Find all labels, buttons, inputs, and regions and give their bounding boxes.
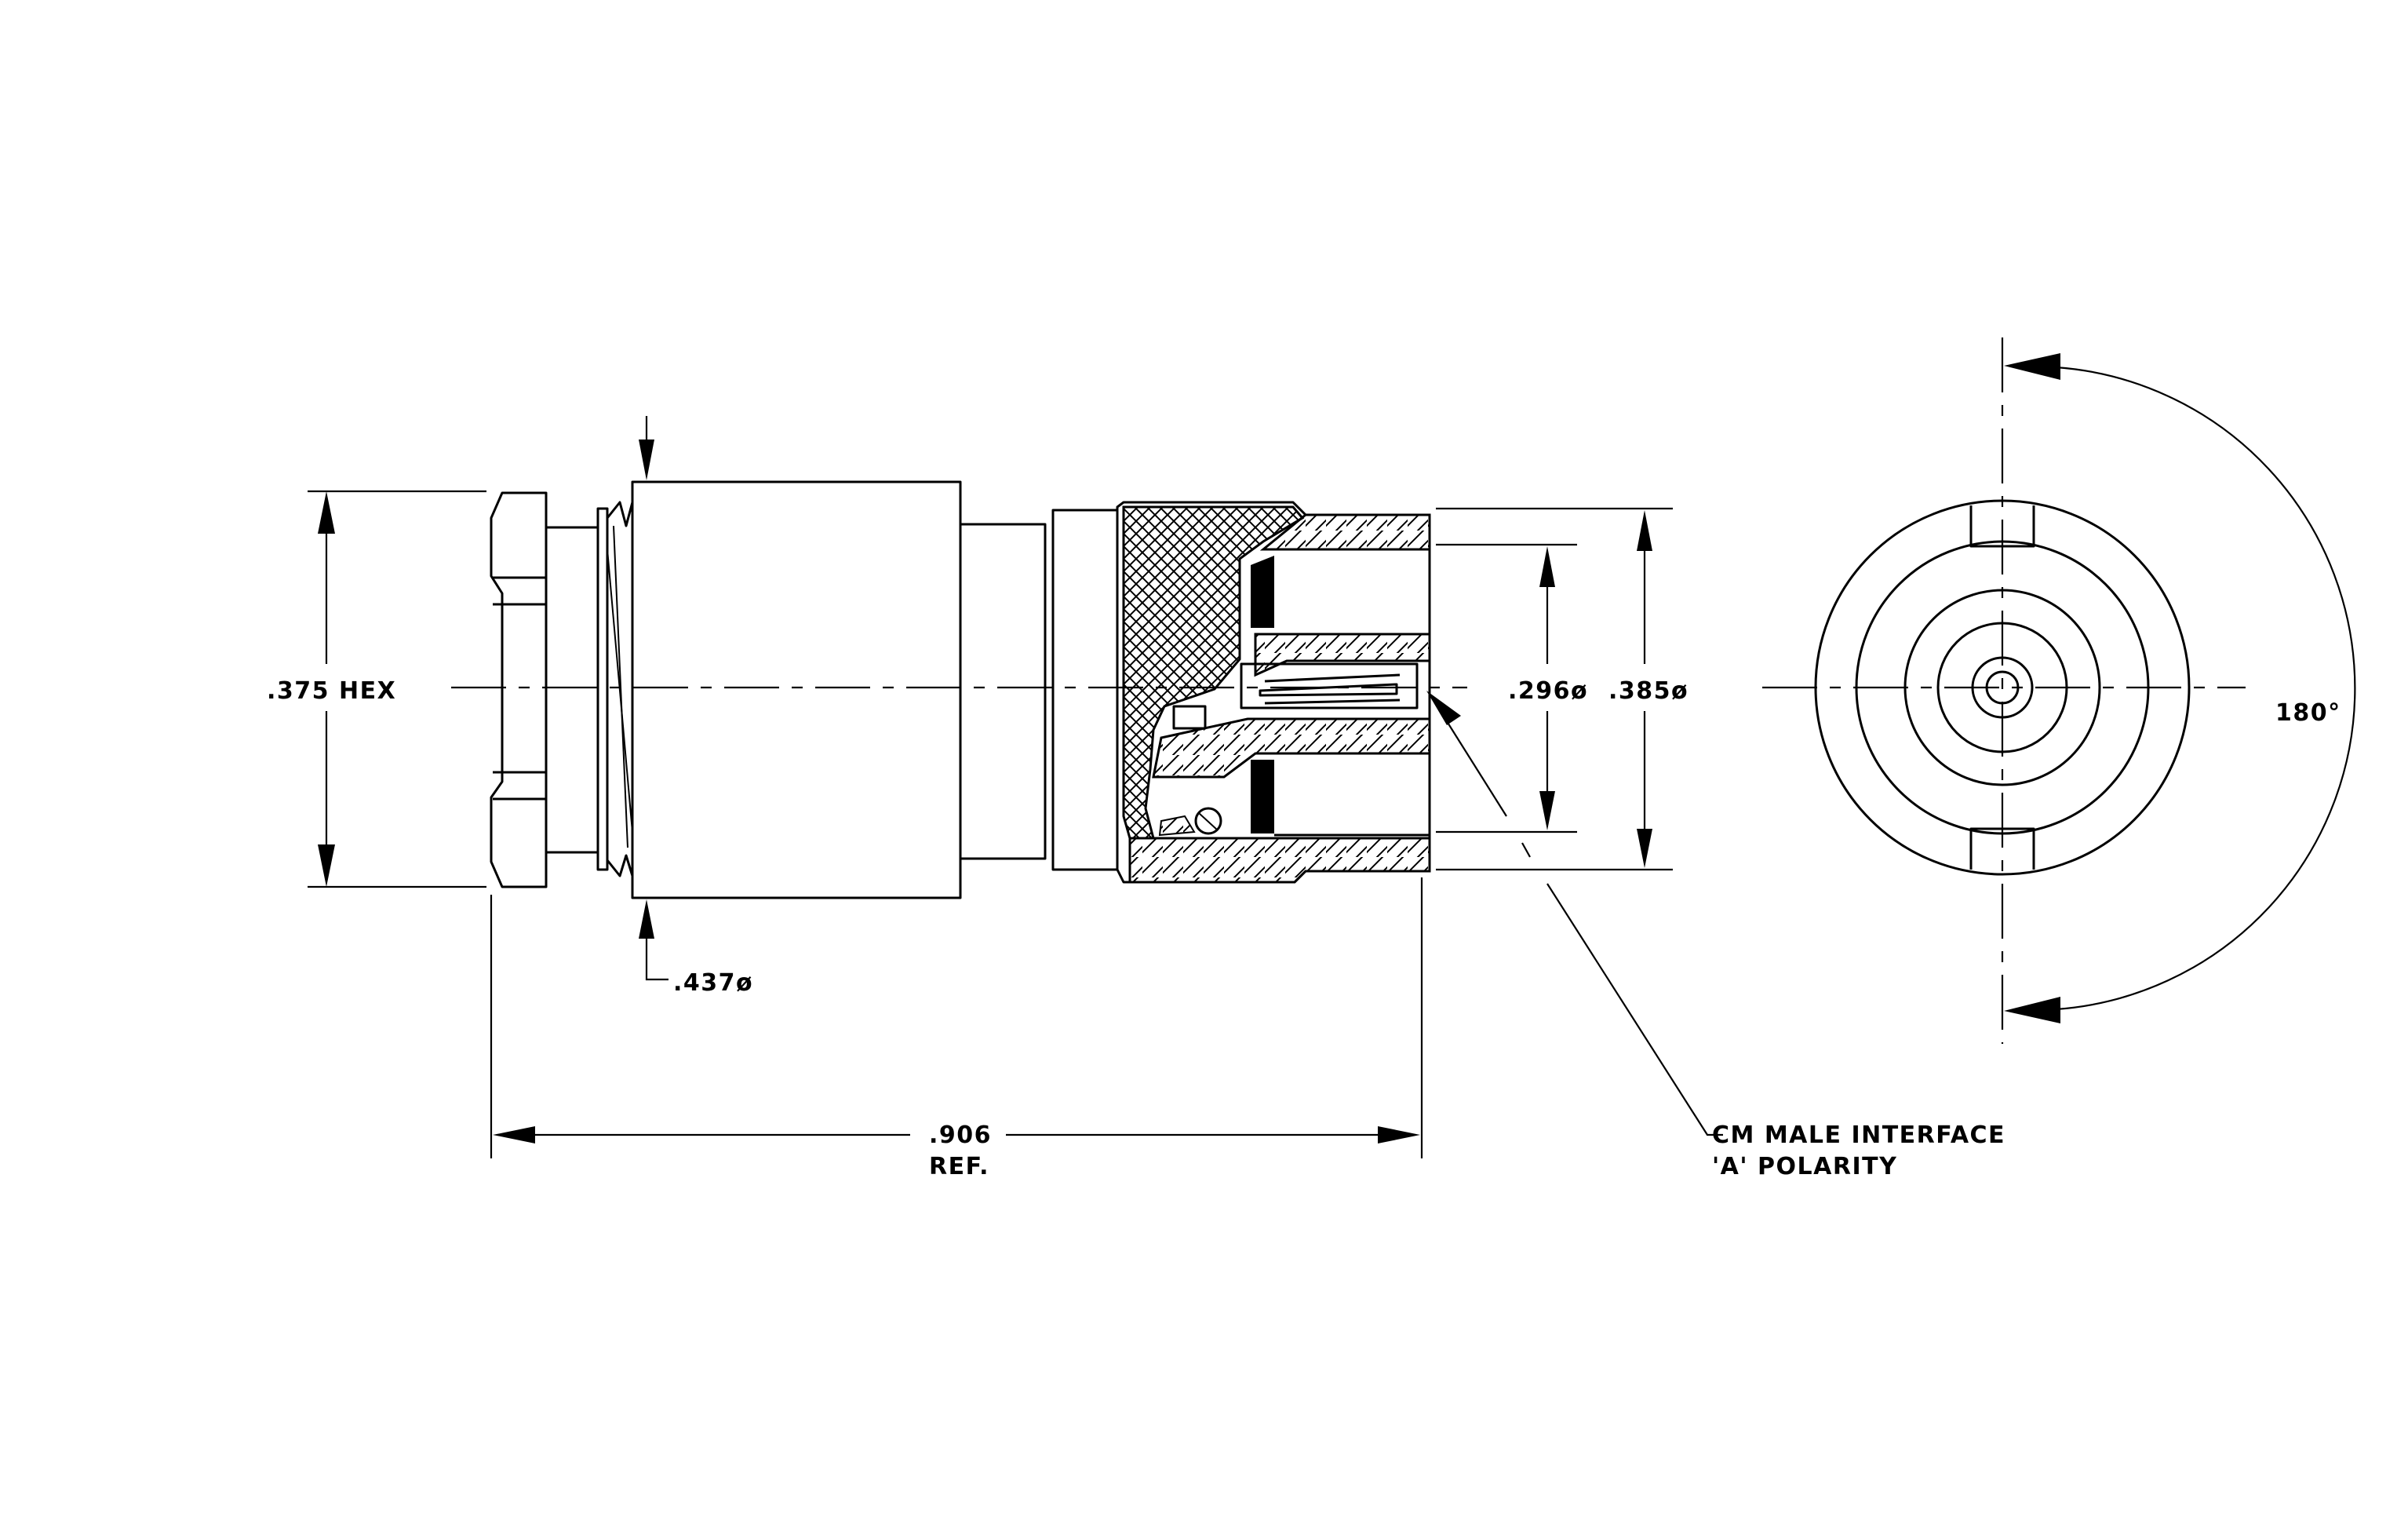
hex-nut [490,491,548,888]
main-body [631,480,962,899]
dim-length: .906 REF. [490,877,1423,1180]
label-hex: .375 HEX [267,677,396,705]
center-pin [1240,662,1419,709]
label-rotation: 180° [2275,699,2341,727]
dim-hex: .375 HEX [267,490,486,888]
upper-gasket [1251,556,1274,628]
o-ring [1194,807,1222,835]
callout-line2: 'A' POLARITY [1712,1153,1897,1180]
label-inner-dia: .296ø [1508,677,1588,705]
dim-inner-dia: .296ø [1436,543,1588,833]
threaded-section [545,501,634,877]
interface-cross-section [1116,501,1431,884]
dim-thread-dia: .437ø [639,416,753,997]
body-neck [959,523,1047,860]
coupling-body [1051,509,1119,871]
label-length-ref: REF. [929,1153,989,1180]
label-length: .906 [929,1122,992,1149]
end-view: 180° [1762,337,2356,1044]
callout-leader: CM MALE INTERFACE 'A' POLARITY [1426,691,2005,1180]
dim-outer-dia: .385ø [1436,507,1689,871]
rotation-arc [2055,366,2356,1011]
top-key [1969,505,2035,548]
label-outer-dia: .385ø [1608,677,1689,705]
label-thread-dia: .437ø [673,969,753,997]
bottom-key [1969,827,2035,870]
callout-line1: CM MALE INTERFACE [1712,1122,2005,1149]
lower-gasket [1251,760,1274,833]
